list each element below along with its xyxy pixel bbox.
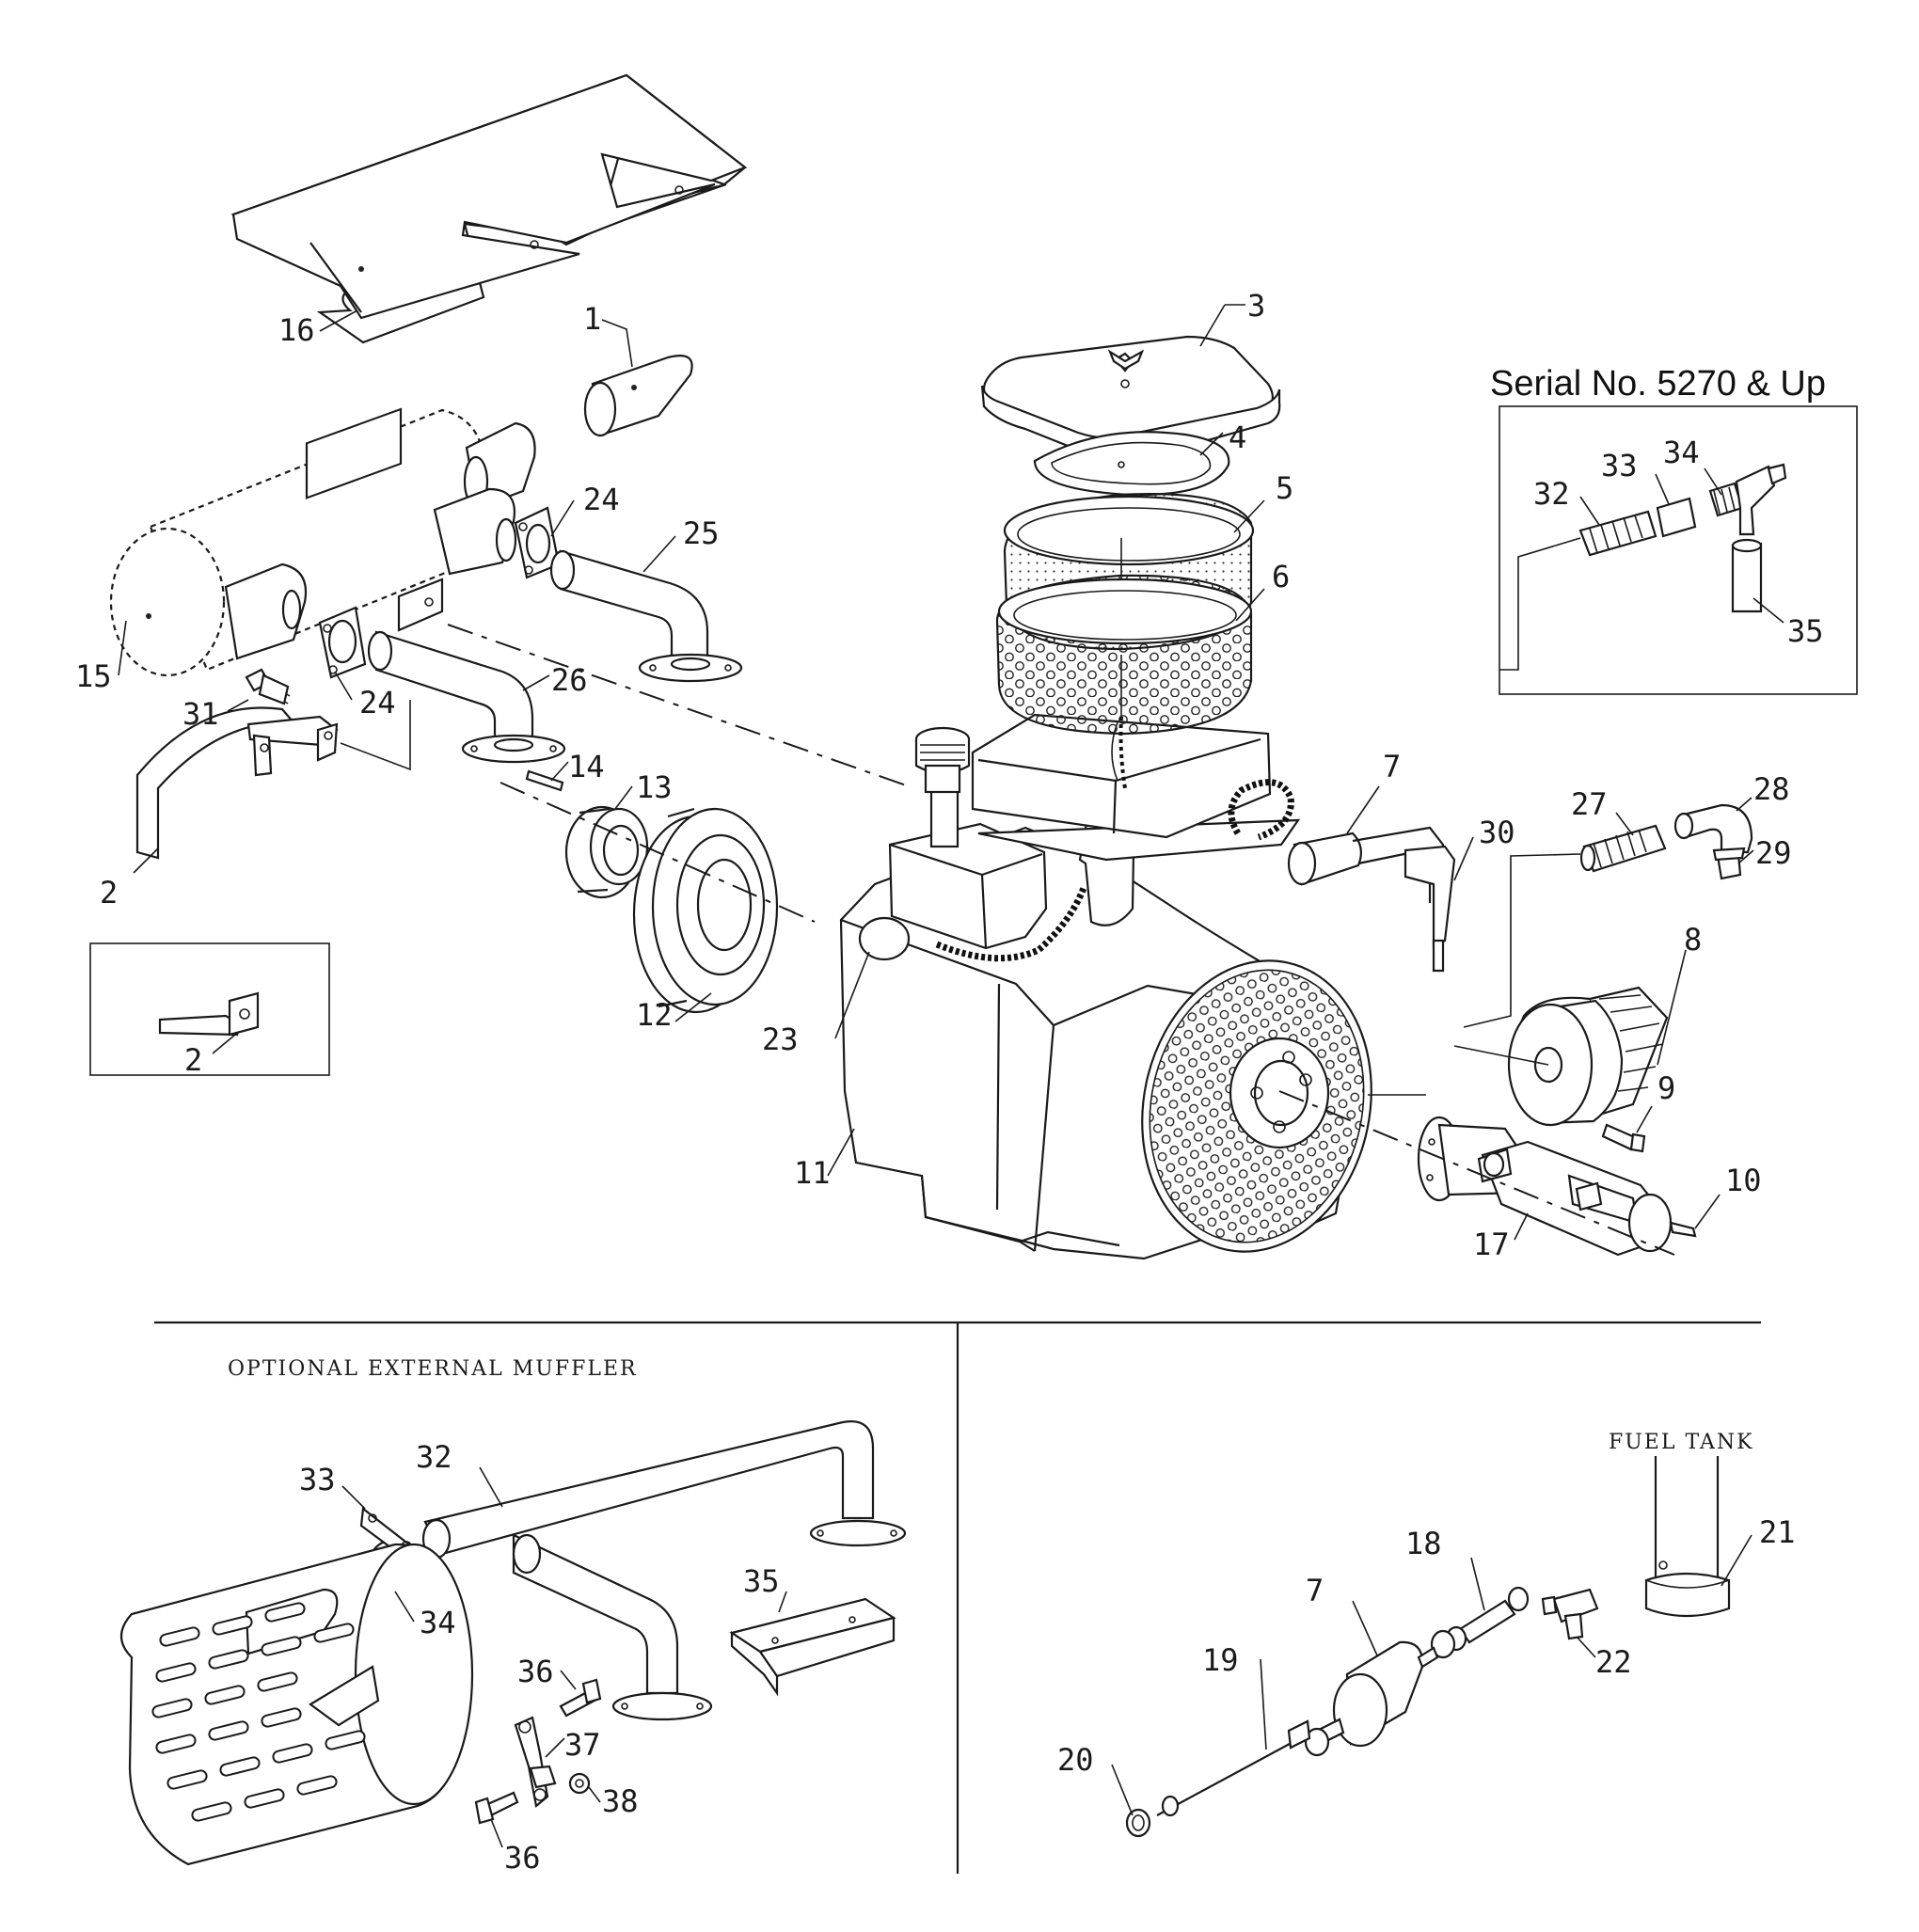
fuel-hose-19 [1156, 1719, 1311, 1817]
callout-muffler-35: 35 [743, 1563, 780, 1599]
callout-17: 17 [1473, 1227, 1510, 1262]
pulley-part [632, 807, 779, 1014]
callout-muffler-36-upper: 36 [517, 1654, 554, 1689]
bolt-9-part [1601, 1123, 1646, 1153]
callout-12: 12 [636, 997, 673, 1033]
external-muffler-bolt-36-lower [474, 1791, 519, 1825]
heat-shield-part [230, 73, 748, 344]
callout-6: 6 [1272, 559, 1290, 594]
plug-29-part [1712, 847, 1746, 880]
callout-3: 3 [1247, 288, 1265, 324]
callout-9: 9 [1657, 1070, 1675, 1106]
air-filter-6-part [995, 574, 1253, 789]
hose-clamp-20 [1125, 1808, 1151, 1838]
callout-29: 29 [1755, 835, 1792, 871]
callout-28: 28 [1753, 771, 1790, 807]
callout-2-inset: 2 [184, 1042, 202, 1078]
callout-13: 13 [636, 769, 673, 805]
callout-24-lower: 24 [359, 685, 396, 721]
assembly-center-lines [340, 624, 1675, 1256]
callout-fuel-21: 21 [1759, 1514, 1796, 1550]
fuel-tank-label: FUEL TANK [1609, 1431, 1754, 1454]
callout-14: 14 [568, 749, 605, 784]
oil-filter-part [1507, 986, 1669, 1127]
callout-8: 8 [1684, 922, 1702, 958]
nipple-27-part [1579, 824, 1667, 873]
muffler-part [109, 407, 536, 677]
callout-16: 16 [278, 312, 315, 348]
callout-10: 10 [1725, 1163, 1762, 1198]
callout-fuel-7: 7 [1306, 1573, 1324, 1608]
fuel-hose-18 [1430, 1586, 1530, 1659]
section-dividers [154, 1321, 1761, 1874]
callout-26: 26 [551, 662, 588, 698]
callout-30: 30 [1479, 815, 1515, 850]
external-muffler-body-34 [119, 1543, 474, 1866]
external-muffler-bolt-36-upper [559, 1678, 602, 1718]
bolt-31-part [245, 668, 291, 705]
exhaust-elbow-upper-part [549, 549, 743, 683]
callout-25: 25 [683, 515, 720, 551]
callout-23: 23 [762, 1021, 799, 1057]
exhaust-elbow-lower-part [367, 630, 566, 764]
optional-muffler-label: OPTIONAL EXTERNAL MUFFLER [228, 1357, 638, 1381]
inline-fuel-filter-7 [1304, 1640, 1439, 1757]
serial-number-label: Serial No. 5270 & Up [1490, 364, 1826, 404]
pipe-part [583, 355, 693, 437]
callout-muffler-33: 33 [299, 1462, 336, 1497]
callouts: 1 2 2 3 4 5 6 7 8 9 10 11 12 13 14 15 16 [75, 288, 1824, 1876]
callout-fuel-19: 19 [1202, 1642, 1239, 1678]
gasket-4-part [1033, 431, 1230, 497]
external-muffler-nut-38 [568, 1772, 591, 1795]
bracket-inset-box [89, 942, 330, 1076]
external-muffler-pipe-32 [421, 1420, 907, 1721]
fuel-line-hose [935, 779, 1294, 962]
shutoff-valve-22 [1541, 1588, 1599, 1640]
callout-11: 11 [794, 1155, 831, 1191]
callout-muffler-37: 37 [564, 1727, 601, 1763]
oil-fill-cap [914, 726, 971, 794]
callout-serial-35: 35 [1787, 613, 1824, 649]
muffler-bracket-part [135, 706, 339, 860]
callout-15: 15 [75, 658, 112, 694]
fan-screen-part [1141, 959, 1372, 1253]
callout-muffler-36-lower: 36 [504, 1840, 541, 1876]
callout-fuel-22: 22 [1595, 1644, 1632, 1680]
serial-inset-box [1499, 405, 1858, 695]
callout-7: 7 [1383, 749, 1401, 784]
callout-serial-34: 34 [1663, 435, 1700, 470]
pto-shaft-17-part [1417, 1116, 1673, 1257]
callout-serial-33: 33 [1601, 448, 1638, 483]
callout-2-bracket: 2 [100, 875, 118, 911]
fuel-pump-30-part [1404, 845, 1456, 973]
callout-4: 4 [1229, 420, 1246, 455]
callout-muffler-38: 38 [602, 1783, 639, 1819]
gasket-lower-part [318, 606, 367, 679]
fuel-tank-part [1644, 1456, 1731, 1618]
callout-serial-32: 32 [1533, 476, 1570, 512]
external-muffler-bracket-35 [729, 1597, 896, 1697]
callout-1: 1 [583, 301, 601, 337]
callout-muffler-32: 32 [416, 1439, 452, 1475]
callout-24-upper: 24 [583, 482, 620, 517]
callout-31: 31 [182, 696, 219, 732]
callout-27: 27 [1571, 786, 1608, 822]
callout-5: 5 [1276, 470, 1293, 506]
elbow-28-part [1673, 803, 1753, 854]
shaft-key-part [525, 769, 564, 792]
key-10-part [1669, 1221, 1697, 1238]
callout-muffler-34: 34 [420, 1605, 456, 1640]
callout-fuel-20: 20 [1057, 1742, 1094, 1778]
callout-fuel-18: 18 [1405, 1526, 1442, 1561]
external-muffler-strap-37 [514, 1716, 557, 1809]
pulley-hub-part [564, 805, 649, 899]
